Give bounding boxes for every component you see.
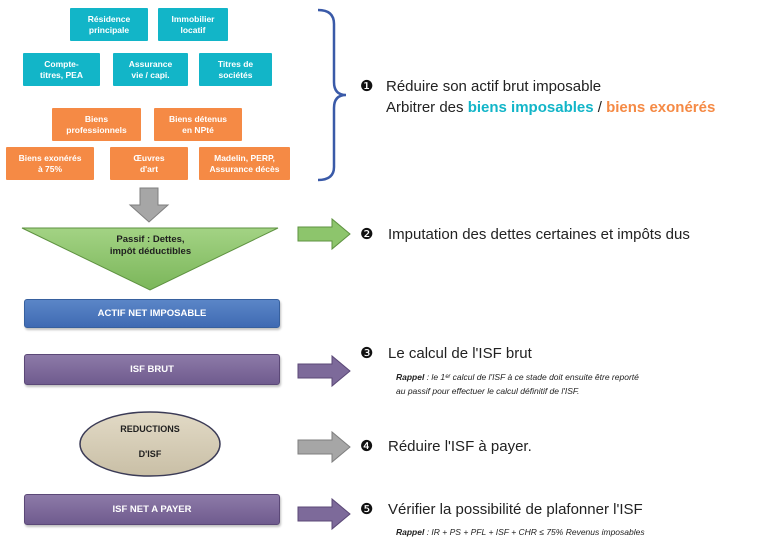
biens-professionnels-box: Biens professionnels bbox=[52, 108, 141, 141]
immobilier-locatif-box: Immobilier locatif bbox=[158, 8, 228, 41]
step3-text: Le calcul de l'ISF brut bbox=[388, 345, 532, 362]
step5-text: Vérifier la possibilité de plafonner l'I… bbox=[388, 501, 643, 518]
step3-rappel-label: Rappel bbox=[396, 372, 425, 382]
biens-exoneres-box: Biens exonérés à 75% bbox=[6, 147, 94, 180]
biens-imposables-label: biens imposables bbox=[467, 99, 594, 116]
step4-number: ❹ bbox=[360, 437, 374, 455]
down-arrow-icon bbox=[128, 187, 170, 223]
reductions-oval bbox=[79, 411, 221, 477]
biens-exoneres-label: biens exonérés bbox=[606, 99, 716, 116]
residence-principale-box: Résidence principale bbox=[70, 8, 148, 41]
step1-separator: / bbox=[593, 99, 607, 116]
step1-line1: Réduire son actif brut imposable bbox=[386, 78, 602, 95]
isf-brut-box: ISF BRUT bbox=[24, 354, 280, 385]
assurance-vie-box: Assurance vie / capi. bbox=[113, 53, 188, 86]
isf-net-a-payer-box: ISF NET A PAYER bbox=[24, 494, 280, 525]
madelin-perp-box: Madelin, PERP, Assurance décès bbox=[199, 147, 290, 180]
compte-titres-box: Compte- titres, PEA bbox=[23, 53, 100, 86]
step3-rappel-line2: au passif pour effectuer le calcul défin… bbox=[396, 386, 580, 396]
biens-npte-box: Biens détenus en NPté bbox=[154, 108, 242, 141]
arrow-step4-icon bbox=[297, 430, 351, 464]
step2-number: ❷ bbox=[360, 225, 374, 243]
arrow-step5-icon bbox=[297, 497, 351, 531]
passif-triangle bbox=[21, 227, 279, 291]
step3-number: ❸ bbox=[360, 344, 374, 362]
step3-rappel-text1: : le 1ᵉʳ calcul de l'ISF à ce stade doit… bbox=[424, 372, 639, 382]
step1-prefix: Arbitrer des bbox=[386, 99, 468, 116]
curly-bracket bbox=[317, 8, 347, 182]
arrow-step2-icon bbox=[297, 217, 351, 251]
step5-rappel: Rappel : IR + PS + PFL + ISF + CHR ≤ 75%… bbox=[396, 527, 645, 537]
step1-number: ❶ bbox=[360, 77, 374, 95]
titres-societes-box: Titres de sociétés bbox=[199, 53, 272, 86]
reductions-label-line1: REDUCTIONS bbox=[120, 424, 180, 435]
reductions-label-line2: D'ISF bbox=[138, 449, 162, 460]
step2-text: Imputation des dettes certaines et impôt… bbox=[388, 226, 690, 243]
oeuvres-art-box: Œuvres d'art bbox=[110, 147, 188, 180]
step5-rappel-label: Rappel bbox=[396, 527, 425, 537]
step5-rappel-text: : IR + PS + PFL + ISF + CHR ≤ 75% Revenu… bbox=[424, 527, 645, 537]
arrow-step3-icon bbox=[297, 354, 351, 388]
step5-number: ❺ bbox=[360, 500, 374, 518]
step1-line2: Arbitrer des biens imposables / biens ex… bbox=[386, 99, 715, 116]
actif-net-imposable-box: ACTIF NET IMPOSABLE bbox=[24, 299, 280, 328]
step4-text: Réduire l'ISF à payer. bbox=[388, 438, 532, 455]
step3-rappel-line1: Rappel : le 1ᵉʳ calcul de l'ISF à ce sta… bbox=[396, 372, 639, 382]
passif-label: Passif : Dettes, impôt déductibles bbox=[109, 234, 192, 257]
